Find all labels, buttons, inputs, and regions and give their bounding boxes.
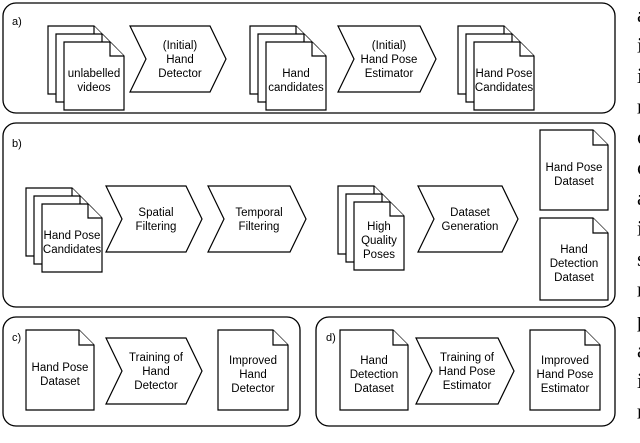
document-line: Detector <box>231 383 275 395</box>
document-stack: Hand candidates <box>249 25 327 111</box>
document-stack-line: Hand <box>282 68 310 80</box>
process-step-line: Temporal <box>235 207 282 219</box>
document-stack-line: Hand Pose <box>44 230 101 242</box>
side-text-char: i <box>637 33 640 58</box>
process-step-line: Dataset <box>450 207 490 219</box>
document-line: Improved <box>541 355 589 367</box>
document-line: Dataset <box>554 176 594 188</box>
document-line: Detection <box>350 369 399 381</box>
side-text-char: a <box>637 338 640 363</box>
panel-label: b) <box>12 138 22 150</box>
process-step-line: Estimator <box>443 380 492 392</box>
panel-frame <box>2 122 616 308</box>
document-line: Hand <box>360 355 388 367</box>
process-step-line: Hand Pose <box>361 54 418 66</box>
document-stack-line: Poses <box>363 249 395 261</box>
process-step-line: Training of <box>129 352 184 364</box>
document-stack-line: unlabelled <box>68 68 120 80</box>
document-stack-line: candidates <box>268 82 324 94</box>
process-step-line: Hand Pose <box>439 366 496 378</box>
side-text-char: p <box>637 307 640 332</box>
document-line: Hand <box>239 369 267 381</box>
process-step-line: Generation <box>442 221 499 233</box>
document-stack-line: High <box>367 221 391 233</box>
side-text-char: i <box>637 368 640 393</box>
document-stack-line: videos <box>77 82 110 94</box>
panel-label: c) <box>12 332 21 344</box>
side-text-char: a <box>637 185 640 210</box>
document-stack-line: Candidates <box>43 244 101 256</box>
document-stack-line: Candidates <box>475 82 533 94</box>
side-text-char: s <box>637 246 640 271</box>
process-step-line: Spatial <box>138 207 173 219</box>
document-line: Dataset <box>354 383 394 395</box>
side-text-char: r <box>637 94 640 119</box>
side-text-char: i <box>637 216 640 241</box>
document-line: Dataset <box>554 272 594 284</box>
side-text-char: c <box>637 124 640 149</box>
process-step-line: Filtering <box>239 221 280 233</box>
document-line: Hand Pose <box>537 369 594 381</box>
panel-label: a) <box>12 16 22 28</box>
side-text-char: a <box>637 2 640 27</box>
document-line: Improved <box>229 355 277 367</box>
process-step-line: Filtering <box>136 221 177 233</box>
document-line: Hand <box>560 244 588 256</box>
side-text-char: r <box>637 399 640 424</box>
document-stack: unlabelled videos <box>47 25 125 111</box>
process-step-line: (Initial) <box>163 40 198 52</box>
side-text-char: c <box>637 155 640 180</box>
side-text-char: i <box>637 63 640 88</box>
process-step-line: Hand <box>166 54 194 66</box>
panel-b: b)Hand PoseCandidatesSpatialFilteringTem… <box>2 122 616 308</box>
process-step-line: Estimator <box>365 68 414 80</box>
side-text-column: aiirccaisrpair <box>637 2 640 424</box>
process-step-line: Hand <box>142 366 170 378</box>
document-line: Dataset <box>40 376 80 388</box>
document-line: Hand Pose <box>32 362 89 374</box>
document-stack-line: Hand Pose <box>476 68 533 80</box>
panel-label: d) <box>326 332 336 344</box>
process-step-line: Detector <box>158 68 202 80</box>
side-text-char: r <box>637 277 640 302</box>
process-step-line: Detector <box>134 380 178 392</box>
document-line: Estimator <box>541 383 590 395</box>
process-step-line: (Initial) <box>372 40 407 52</box>
document-line: Detection <box>550 258 599 270</box>
document-stack-line: Quality <box>361 235 397 247</box>
document-line: Hand Pose <box>546 162 603 174</box>
process-step-line: Training of <box>440 352 495 364</box>
